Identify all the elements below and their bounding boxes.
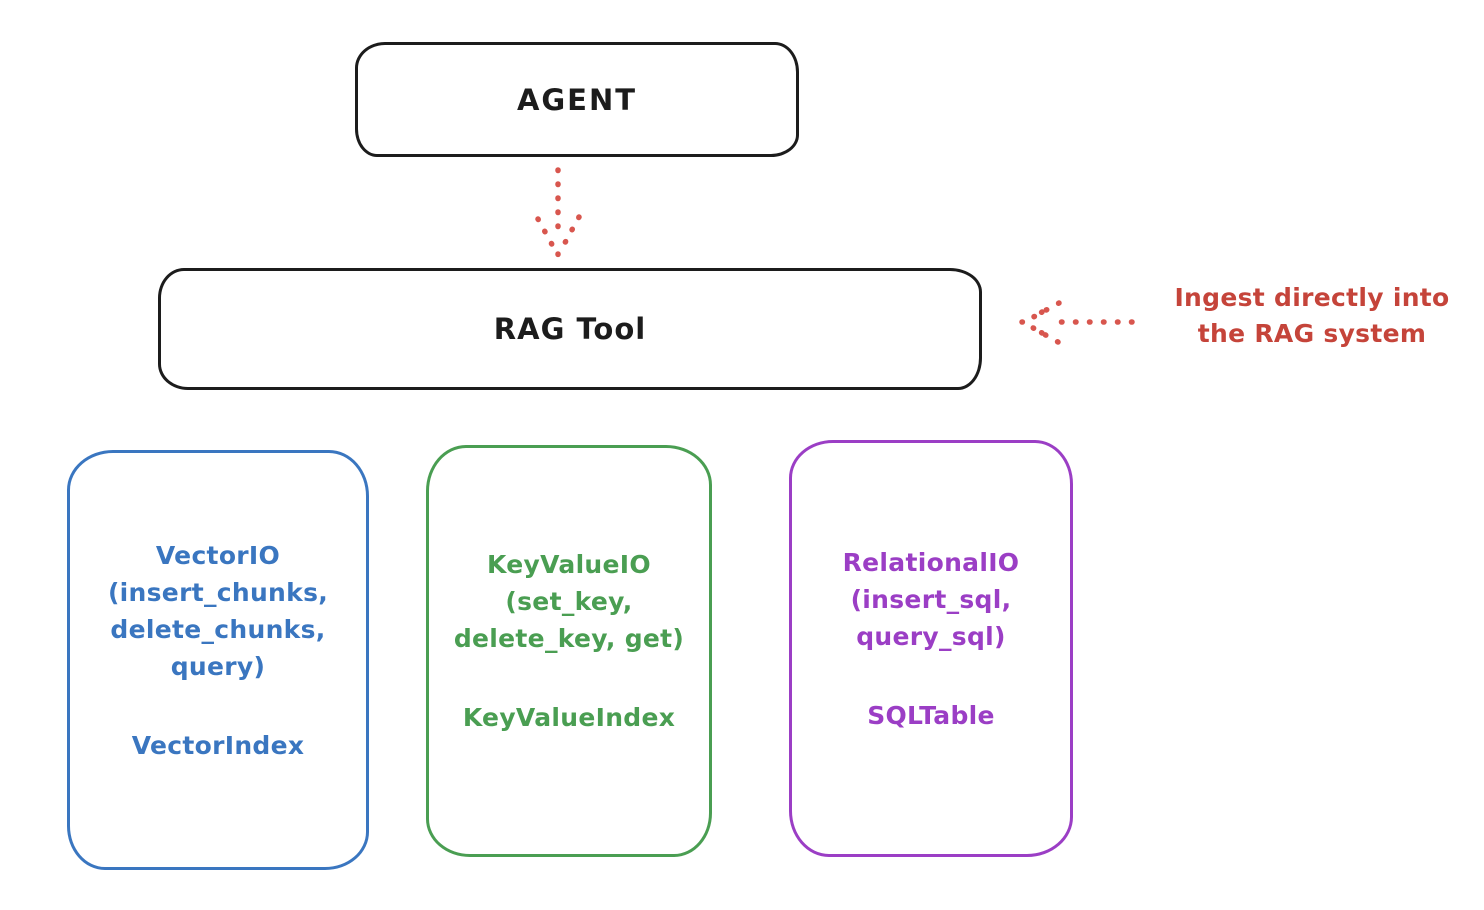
agent-to-rag-tool-arrow bbox=[535, 167, 582, 258]
key-value-io-label: KeyValueIO (set_key, delete_key, get) bbox=[454, 546, 684, 657]
relational-io-line: (insert_sql, bbox=[850, 584, 1012, 614]
key-value-io-node: KeyValueIO (set_key, delete_key, get) Ke… bbox=[426, 445, 712, 857]
key-value-io-content: KeyValueIO (set_key, delete_key, get) Ke… bbox=[454, 546, 684, 736]
key-value-index-label: KeyValueIndex bbox=[462, 703, 676, 732]
rag-tool-node: RAG Tool bbox=[158, 268, 982, 390]
key-value-io-line: delete_key, get) bbox=[453, 624, 685, 653]
ingest-annotation-line: Ingest directly into bbox=[1174, 283, 1450, 312]
relational-io-label: RelationalIO (insert_sql, query_sql) bbox=[843, 544, 1020, 655]
vector-io-content: VectorIO (insert_chunks, delete_chunks, … bbox=[108, 537, 328, 764]
ingest-annotation-arrow bbox=[1019, 300, 1135, 345]
relational-io-node: RelationalIO (insert_sql, query_sql) SQL… bbox=[789, 440, 1073, 857]
vector-index-label: VectorIndex bbox=[131, 730, 305, 760]
vector-io-line: VectorIO bbox=[155, 540, 281, 570]
vector-io-line: delete_chunks, bbox=[110, 614, 326, 644]
vector-io-node: VectorIO (insert_chunks, delete_chunks, … bbox=[67, 450, 369, 870]
vector-io-line: query) bbox=[170, 651, 266, 681]
ingest-annotation: Ingest directly into the RAG system bbox=[1140, 280, 1484, 352]
relational-io-line: RelationalIO bbox=[842, 547, 1020, 577]
agent-label: AGENT bbox=[516, 82, 638, 117]
agent-node: AGENT bbox=[355, 42, 799, 157]
rag-tool-label: RAG Tool bbox=[493, 312, 647, 346]
sql-table-label: SQLTable bbox=[867, 700, 995, 730]
key-value-io-line: (set_key, bbox=[505, 587, 633, 616]
relational-io-content: RelationalIO (insert_sql, query_sql) SQL… bbox=[843, 544, 1020, 734]
relational-io-line: query_sql) bbox=[856, 621, 1006, 651]
key-value-io-line: KeyValueIO bbox=[487, 550, 651, 579]
vector-io-label: VectorIO (insert_chunks, delete_chunks, … bbox=[108, 537, 328, 685]
ingest-annotation-line: the RAG system bbox=[1197, 319, 1427, 348]
vector-io-line: (insert_chunks, bbox=[107, 577, 329, 607]
